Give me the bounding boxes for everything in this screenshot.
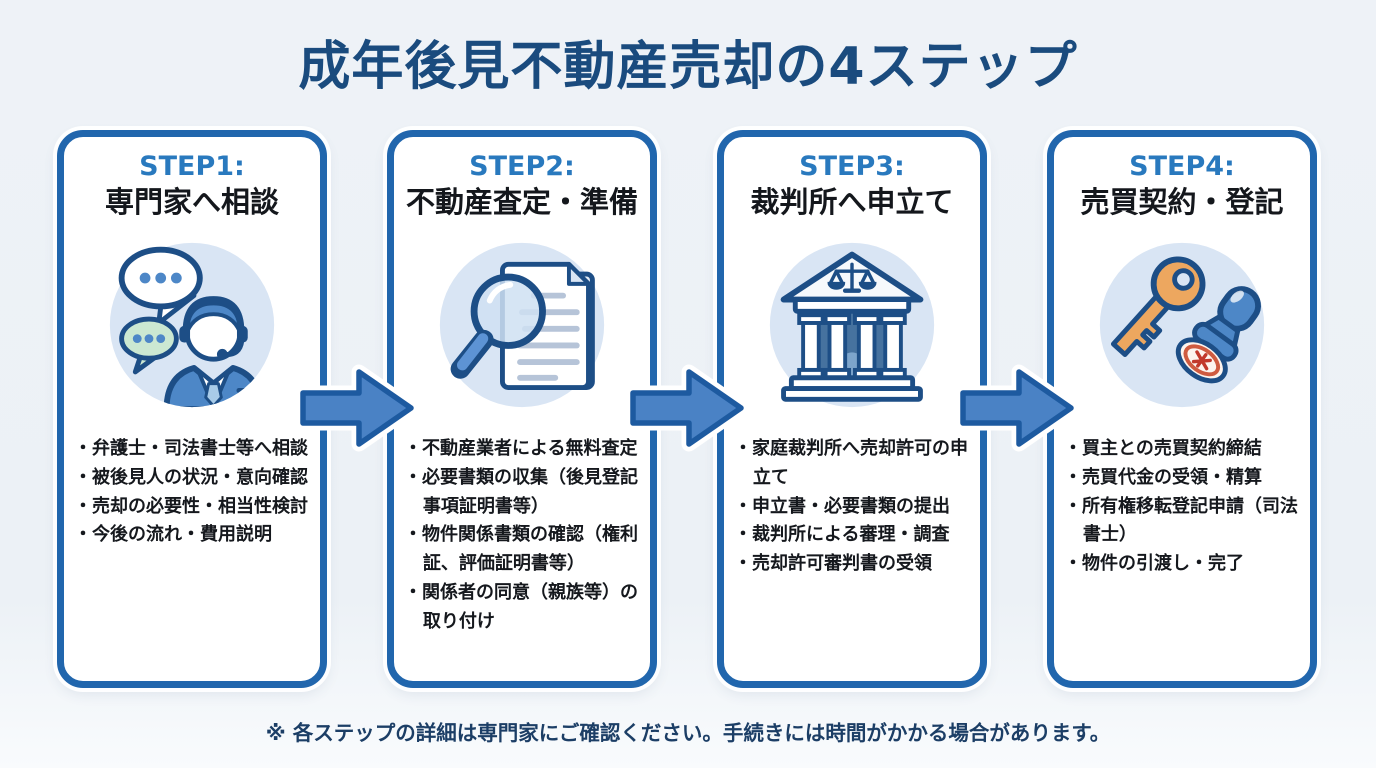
list-item: ・売却の必要性・相当性検討 <box>74 495 308 517</box>
footnote: ※ 各ステップの詳細は専門家にご確認ください。手続きには時間がかかる場合がありま… <box>265 721 1111 745</box>
list-item: ・今後の流れ・費用説明 <box>74 524 272 546</box>
step1-label: STEP1: <box>139 151 245 182</box>
step4-title: 売買契約・登記 <box>1080 185 1284 219</box>
arrow-right-icon <box>955 360 1079 456</box>
list-item: ・弁護士・司法書士等へ相談 <box>74 438 308 459</box>
list-item: ・物件の引渡し・完了 <box>1064 553 1244 575</box>
list-item: ・必要書類の収集（後見登記事項証明書等） <box>404 466 638 517</box>
step2-bullet-list: ・不動産業者による無料査定 ・必要書類の収集（後見登記事項証明書等） ・物件関係… <box>394 435 650 637</box>
list-item: ・裁判所による審理・調査 <box>734 524 950 546</box>
step2-card: STEP2: 不動産査定・準備 ・不動産業者による無料査定 ・必要書類の収集（後… <box>387 130 657 688</box>
magnifier-documents-icon <box>434 235 610 411</box>
step2-title: 不動産査定・準備 <box>405 185 638 219</box>
list-item: ・買主との売買契約締結 <box>1064 438 1262 459</box>
step1-title: 専門家へ相談 <box>104 185 279 219</box>
list-item: ・売買代金の受領・精算 <box>1064 466 1262 488</box>
step1-bullet-list: ・弁護士・司法書士等へ相談 ・被後見人の状況・意向確認 ・売却の必要性・相当性検… <box>64 435 320 550</box>
step3-card: STEP3: 裁判所へ申立て <box>717 130 987 688</box>
list-item: ・関係者の同意（親族等）の取り付け <box>404 581 638 632</box>
list-item: ・家庭裁判所へ売却許可の申立て <box>734 438 968 488</box>
list-item: ・申立書・必要書類の提出 <box>734 495 950 517</box>
consultant-headset-icon <box>104 235 280 411</box>
courthouse-icon <box>764 235 940 411</box>
step4-card: STEP4: 売買契約・登記 ・買主との売買契約締結 ・売買代金の受領・精算 ・… <box>1047 130 1317 688</box>
list-item: ・被後見人の状況・意向確認 <box>74 466 308 488</box>
step4-bullet-list: ・買主との売買契約締結 ・売買代金の受領・精算 ・所有権移転登記申請（司法書士）… <box>1054 435 1310 579</box>
step3-bullet-list: ・家庭裁判所へ売却許可の申立て ・申立書・必要書類の提出 ・裁判所による審理・調… <box>724 435 980 579</box>
step3-label: STEP3: <box>799 151 905 182</box>
list-item: ・不動産業者による無料査定 <box>404 438 638 459</box>
step2-label: STEP2: <box>469 151 575 182</box>
key-and-stamp-icon <box>1094 235 1270 411</box>
step1-card: STEP1: 専門家へ相談 <box>57 130 327 688</box>
page-title: 成年後見不動産売却の4ステップ <box>298 37 1078 97</box>
step3-title: 裁判所へ申立て <box>750 185 954 219</box>
arrow-right-icon <box>625 360 749 456</box>
list-item: ・売却許可審判書の受領 <box>734 553 932 575</box>
list-item: ・所有権移転登記申請（司法書士） <box>1064 495 1298 546</box>
list-item: ・物件関係書類の確認（権利証、評価証明書等） <box>404 524 638 575</box>
arrow-right-icon <box>295 360 419 456</box>
step4-label: STEP4: <box>1129 151 1235 182</box>
